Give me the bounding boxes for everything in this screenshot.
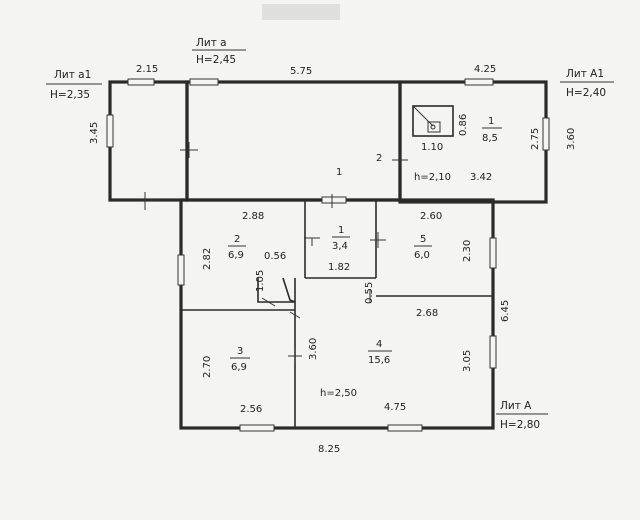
room-A-1-area: 3,4	[332, 241, 348, 252]
room-entry-1-num: 1	[336, 167, 342, 178]
height-A: h=2,50	[320, 388, 357, 399]
dim-A1-right-inner: 2.75	[530, 128, 541, 150]
dim-r3-bottom: 2.56	[240, 404, 262, 415]
lit-A1-height: H=2,40	[566, 87, 606, 99]
stove	[412, 105, 454, 137]
dim-A-right-outer: 6.45	[500, 300, 511, 322]
lit-a1-name: Лит а1	[54, 69, 91, 81]
dim-r2-top: 2.88	[242, 211, 264, 222]
dim-r1-bottom: 1.82	[328, 262, 350, 273]
door-tick-r3	[289, 311, 301, 319]
dim-r2-left: 2.82	[202, 248, 213, 270]
height-A1: h=2,10	[414, 172, 451, 183]
dim-r5-small: 0.55	[364, 282, 375, 304]
room-A-4-area: 15,6	[368, 355, 390, 366]
dim-r4-left: 3.60	[308, 338, 319, 360]
dim-A1-stove-h: 0.86	[458, 114, 469, 136]
dim-r4-right: 3.05	[462, 350, 473, 372]
room-A-3-num: 3	[237, 346, 243, 357]
dim-r5-top: 2.60	[420, 211, 442, 222]
window-A-right-r5	[489, 237, 497, 269]
wall-corridor-pocket	[257, 278, 295, 303]
door-tick-r2b	[261, 297, 276, 307]
room-A-5-area: 6,0	[414, 250, 430, 261]
stove-diag	[412, 105, 434, 127]
lit-A1-name: Лит А1	[566, 68, 604, 80]
window-A-bottom-r4	[387, 424, 423, 432]
dim-A1-right-outer: 3.60	[566, 128, 577, 150]
room-A-3-area: 6,9	[231, 362, 247, 373]
dim-a1-left: 3.45	[89, 122, 100, 144]
window-A1-right	[542, 117, 550, 151]
room-a-2-num: 2	[376, 153, 382, 164]
dim-A1-stove-w: 1.10	[421, 142, 443, 153]
room-A1-1-num: 1	[488, 116, 494, 127]
dim-r2-small-h: 1.05	[255, 270, 266, 292]
dim-r5-right: 2.30	[462, 240, 473, 262]
dim-r4-bottom: 4.75	[384, 402, 406, 413]
dim-A-bottom: 8.25	[318, 444, 340, 455]
room-A-5-num: 5	[420, 234, 426, 245]
room-A-4-num: 4	[376, 339, 382, 350]
window-A-top-entry	[321, 196, 347, 204]
lit-A-height: H=2,80	[500, 419, 540, 431]
room-A-2-num: 2	[234, 234, 240, 245]
room-A-1-num: 1	[338, 225, 344, 236]
window-A-left-r2	[177, 254, 185, 286]
dim-A1-bottom: 3.42	[470, 172, 492, 183]
wall-corridor-diag	[282, 277, 296, 303]
lit-a-walls	[185, 80, 402, 202]
blurred-stamp	[262, 4, 340, 20]
window-A-bottom-r3	[239, 424, 275, 432]
window-A1-top	[464, 78, 494, 86]
dim-r3-left: 2.70	[202, 356, 213, 378]
dim-A1-top: 4.25	[474, 64, 496, 75]
room-A-2-area: 6,9	[228, 250, 244, 261]
lit-a1-walls	[108, 80, 189, 202]
window-a-top	[189, 78, 219, 86]
stove-knob	[430, 124, 436, 130]
lit-a-name: Лит а	[196, 37, 227, 49]
window-a1-left	[106, 114, 114, 148]
lit-A-name: Лит А	[500, 400, 532, 412]
stove-box	[427, 121, 441, 133]
dim-a1-top: 2.15	[136, 64, 158, 75]
dim-r2-small-w: 0.56	[264, 251, 286, 262]
lit-a-height: H=2,45	[196, 54, 236, 66]
window-A-right-r4	[489, 335, 497, 369]
room-A1-1-area: 8,5	[482, 133, 498, 144]
dim-r4-top: 2.68	[416, 308, 438, 319]
window-a1-top	[127, 78, 155, 86]
dim-a-top: 5.75	[290, 66, 312, 77]
lit-a1-height: H=2,35	[50, 89, 90, 101]
